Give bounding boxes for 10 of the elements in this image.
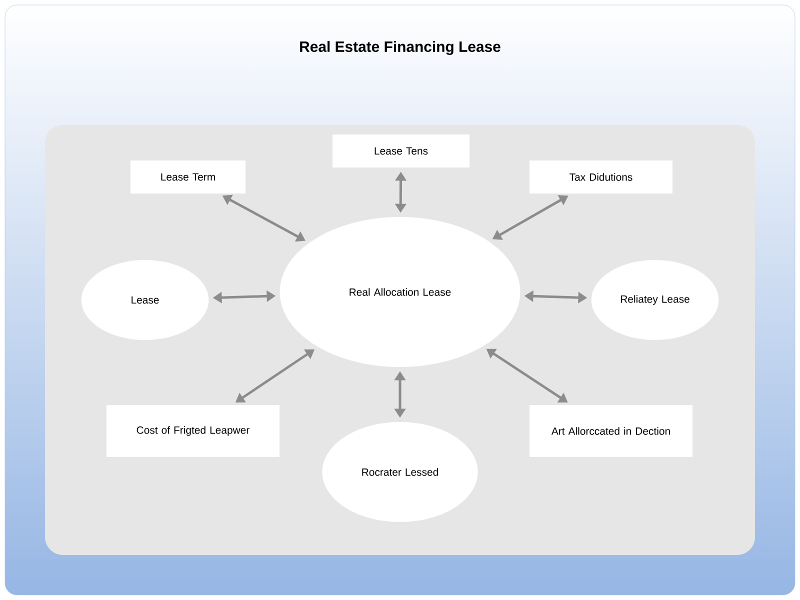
label-box: Lease Term xyxy=(130,160,246,194)
ellipse-node: Reliatey Lease xyxy=(591,260,719,340)
label-box: Art Allorccated in Dection xyxy=(530,405,692,457)
label-box: Lease Tens xyxy=(332,134,470,168)
label-box: Tax Didutions xyxy=(530,160,672,194)
ellipse-node: Rocrater Lessed xyxy=(322,422,478,522)
ellipse-node: Lease xyxy=(81,260,209,340)
ellipse-node: Real Allocation Lease xyxy=(280,217,520,367)
label-box: Cost of Frigted Leapwer xyxy=(106,405,280,457)
title: Real Estate Financing Lease xyxy=(300,41,500,55)
